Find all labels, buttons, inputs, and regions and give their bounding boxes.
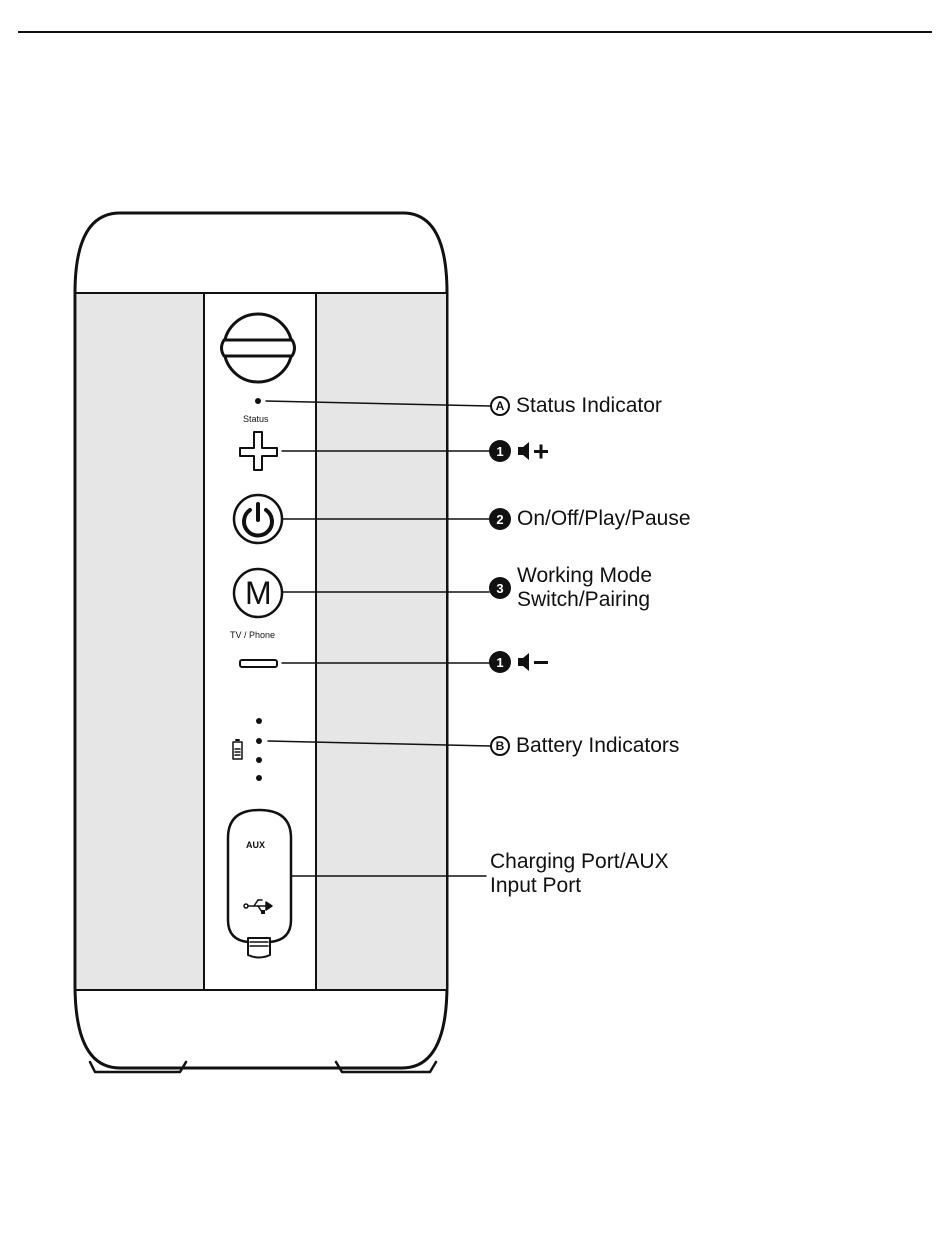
mode-button-letter: M	[245, 575, 272, 611]
aux-label: AUX	[246, 840, 265, 850]
callout-volume-up: 1	[489, 440, 551, 462]
mode-label-line2: Switch/Pairing	[517, 588, 652, 612]
lanyard-loop-icon	[222, 314, 295, 382]
badge-1-up: 1	[489, 440, 511, 462]
volume-minus-button-graphic	[240, 660, 277, 667]
badge-2: 2	[489, 508, 511, 530]
callout-status-indicator: A Status Indicator	[490, 394, 662, 418]
status-indicator-label: Status Indicator	[516, 394, 662, 418]
callout-port: Charging Port/AUX Input Port	[490, 850, 669, 898]
mode-label-line1: Working Mode	[517, 564, 652, 588]
status-led	[255, 398, 261, 404]
power-button-graphic	[234, 495, 282, 543]
battery-label: Battery Indicators	[516, 734, 679, 758]
badge-b: B	[490, 736, 510, 756]
callout-mode: 3 Working Mode Switch/Pairing	[489, 564, 652, 612]
battery-icon	[233, 740, 242, 759]
status-label: Status	[243, 414, 269, 424]
power-label: On/Off/Play/Pause	[517, 507, 691, 531]
badge-3: 3	[489, 577, 511, 599]
badge-1-down: 1	[489, 651, 511, 673]
tv-phone-label: TV / Phone	[230, 630, 275, 640]
port-label-line1: Charging Port/AUX	[490, 850, 669, 874]
volume-up-icon	[517, 441, 551, 461]
callout-battery: B Battery Indicators	[490, 734, 679, 758]
volume-down-icon	[517, 652, 551, 672]
badge-a: A	[490, 396, 510, 416]
port-label-line2: Input Port	[490, 874, 669, 898]
callout-power: 2 On/Off/Play/Pause	[489, 507, 691, 531]
grille-right	[316, 294, 446, 989]
callout-volume-down: 1	[489, 651, 551, 673]
port-cover-graphic	[228, 810, 291, 958]
grille-left	[77, 294, 203, 989]
